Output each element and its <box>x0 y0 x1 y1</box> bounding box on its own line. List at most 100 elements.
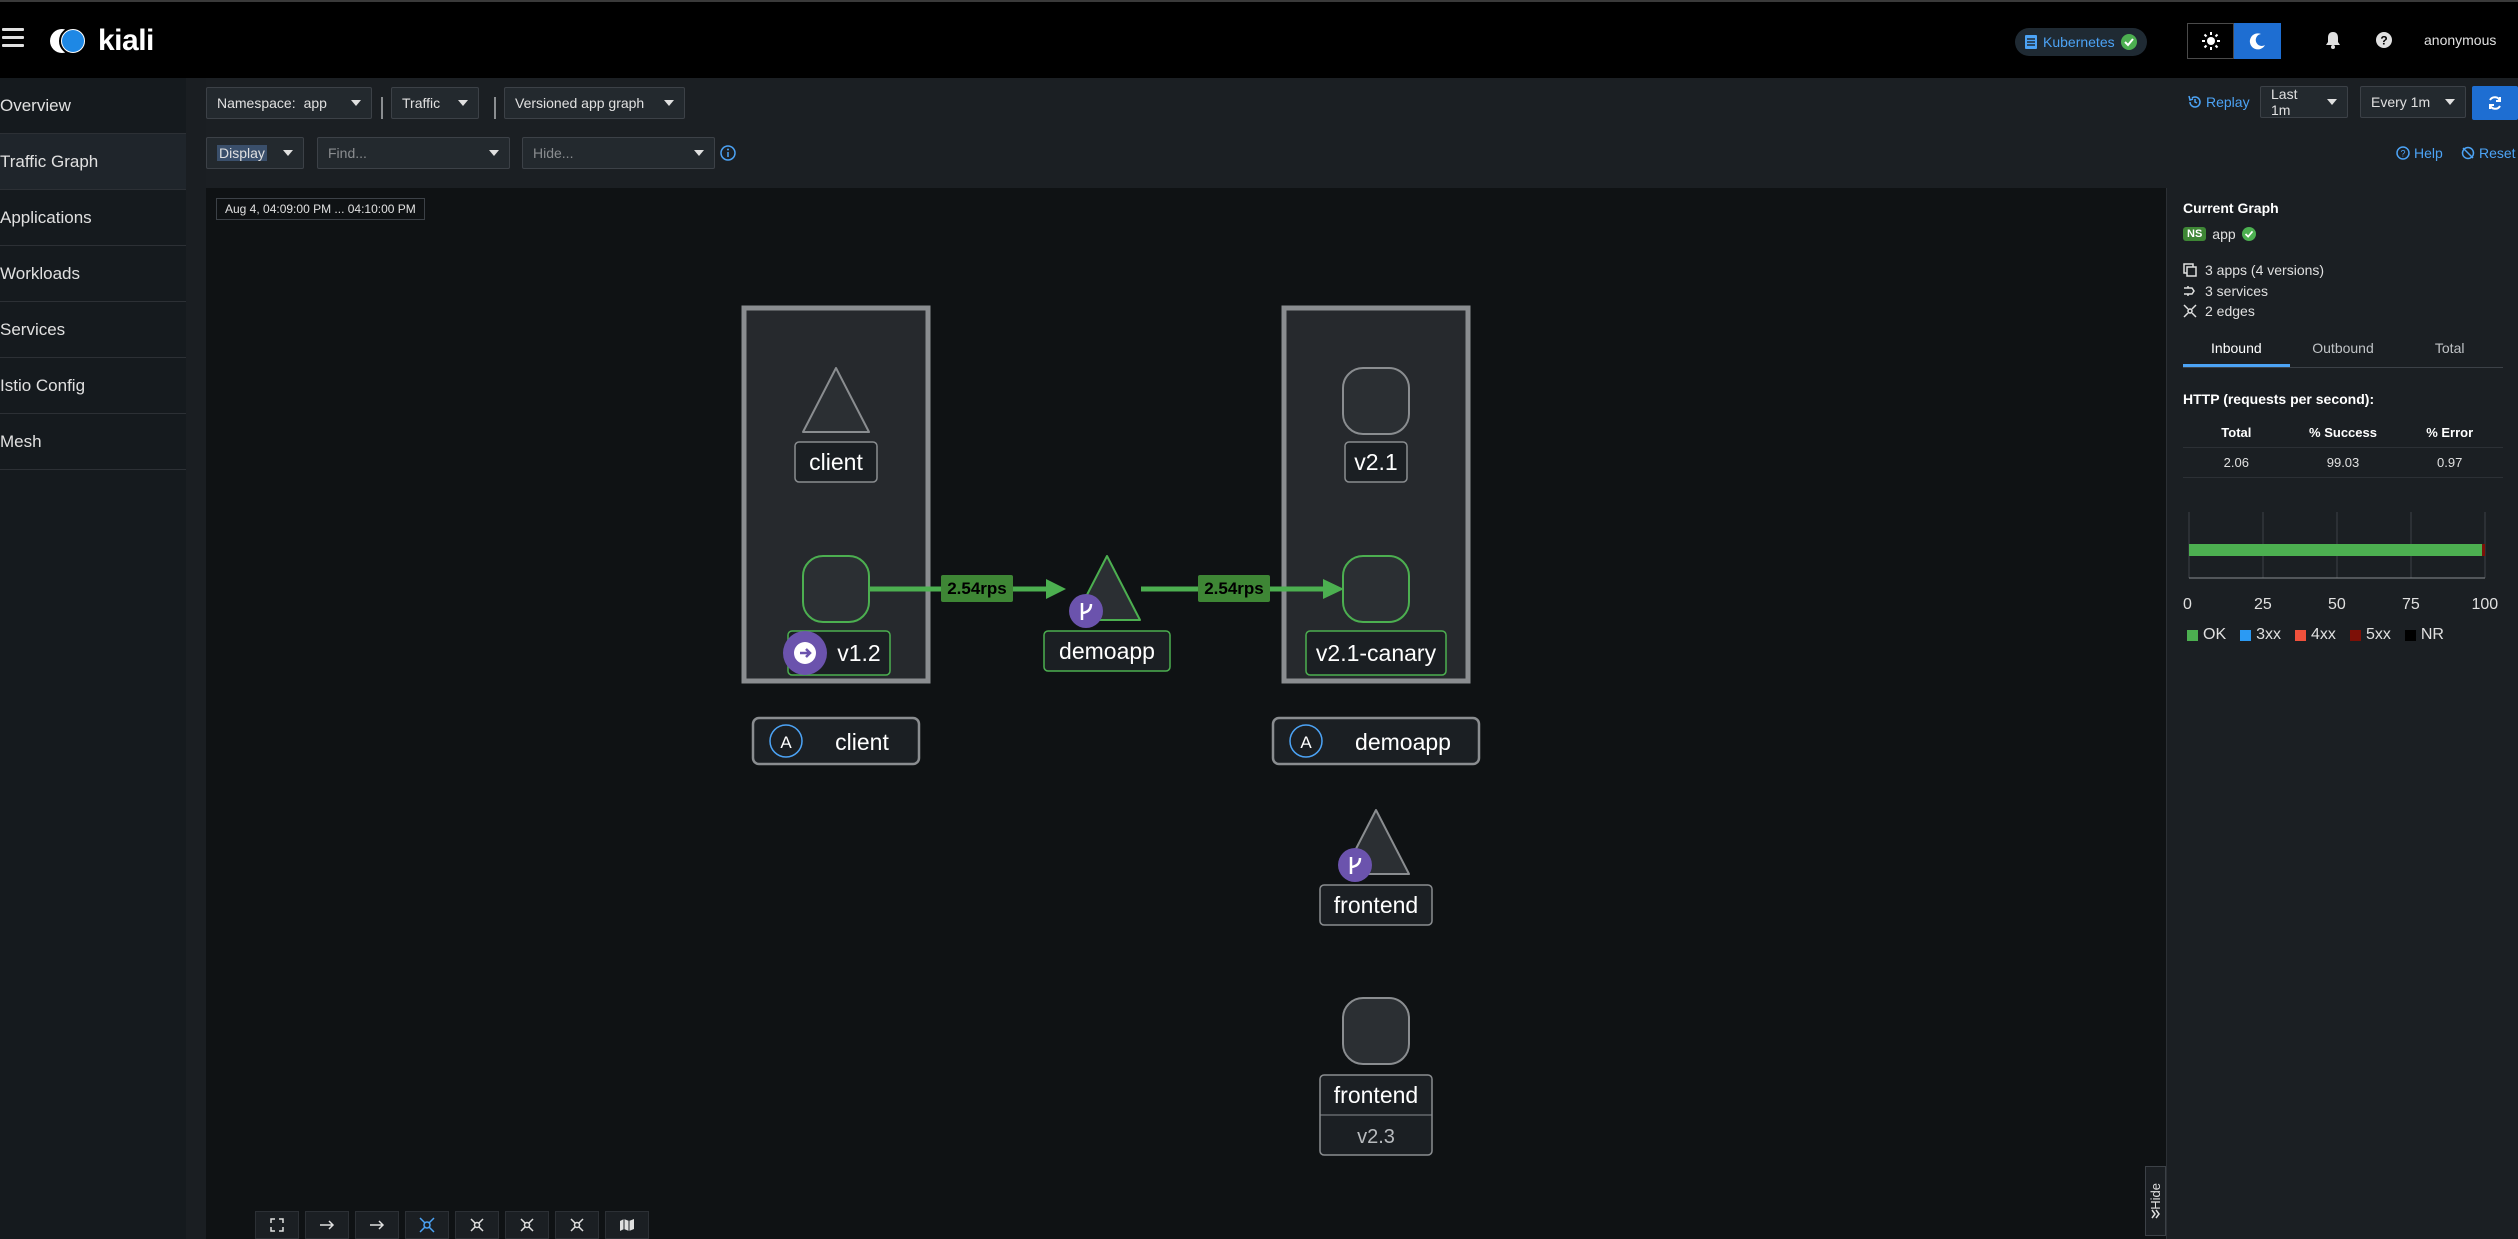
demoapp-app-box[interactable] <box>1281 305 1471 684</box>
nav-services[interactable]: Services <box>0 302 186 358</box>
app-badge-text: A <box>780 733 792 752</box>
chart-legend: OK 3xx 4xx 5xx NR <box>2187 626 2444 644</box>
layout-4-button[interactable] <box>555 1211 599 1239</box>
error-value: 0.97 <box>2437 455 2463 470</box>
help-label: Help <box>2414 145 2443 161</box>
tab-total[interactable]: Total <box>2434 340 2465 356</box>
frontend-v23-node[interactable] <box>1342 997 1410 1065</box>
reset-button[interactable]: Reset <box>2461 145 2516 161</box>
frontend-service-label-box <box>1319 884 1433 926</box>
help-icon[interactable]: ? <box>2374 30 2394 50</box>
legend-5xx: 5xx <box>2349 626 2391 644</box>
hamburger-menu-icon[interactable] <box>2 28 24 52</box>
zoom-to-fit-button[interactable] <box>255 1211 299 1239</box>
table-header: Total % Success % Error <box>2183 418 2503 448</box>
graph-tools <box>255 1211 649 1239</box>
layout-2-button[interactable] <box>455 1211 499 1239</box>
layout-ttb-button[interactable] <box>355 1211 399 1239</box>
demoapp-canary-node[interactable] <box>1342 555 1410 623</box>
tab-outbound[interactable]: Outbound <box>2312 340 2374 356</box>
tab-inbound[interactable]: Inbound <box>2183 338 2290 367</box>
applications-icon <box>2183 263 2197 277</box>
kiali-logo[interactable]: kiali <box>48 24 154 58</box>
nav-overview[interactable]: Overview <box>0 78 186 134</box>
chevron-down-icon <box>664 100 674 106</box>
user-menu[interactable]: anonymous <box>2424 32 2497 48</box>
nav-traffic-graph[interactable]: Traffic Graph <box>0 134 186 190</box>
nav-istio-config[interactable]: Istio Config <box>0 358 186 414</box>
toolbar-separator <box>381 97 383 119</box>
demoapp-app-label[interactable] <box>1271 716 1481 766</box>
chevron-down-icon <box>694 150 704 156</box>
light-theme-button[interactable] <box>2187 23 2234 59</box>
graph-canvas[interactable] <box>206 188 2166 1239</box>
edge-label-2[interactable] <box>1198 575 1270 602</box>
namespace-badge: NS <box>2183 227 2207 241</box>
sidebar-divider <box>186 78 206 1239</box>
refresh-interval-dropdown[interactable]: Every 1m <box>2360 86 2466 118</box>
hide-panel-button[interactable]: Hide <box>2145 1166 2166 1236</box>
hide-input[interactable]: Hide... <box>522 137 715 169</box>
demoapp-v21-node[interactable] <box>1342 367 1410 435</box>
tick-label: 25 <box>2254 596 2272 613</box>
nav-workloads[interactable]: Workloads <box>0 246 186 302</box>
chevron-down-icon <box>351 100 361 106</box>
client-service-node[interactable] <box>802 367 870 433</box>
traffic-graph[interactable]: 2.54rps 2.54rps client v1.2 demoapp v2.1… <box>206 188 2166 1239</box>
code-branch-icon <box>1080 603 1093 620</box>
namespace-name[interactable]: app <box>2212 226 2236 242</box>
display-dropdown[interactable]: Display <box>206 137 304 169</box>
chevron-down-icon <box>2445 99 2455 105</box>
edge-arrowhead-1 <box>1046 579 1066 599</box>
cluster-badge[interactable]: Kubernetes <box>2015 28 2147 56</box>
table-row: 2.06 99.03 0.97 <box>2183 448 2503 478</box>
find-input[interactable]: Find... <box>317 137 510 169</box>
duration-value: Last 1m <box>2271 86 2298 118</box>
moon-icon <box>2249 33 2265 50</box>
traffic-dropdown[interactable]: Traffic <box>391 87 479 119</box>
help-button[interactable]: ? Help <box>2396 145 2443 161</box>
edge-label-1[interactable] <box>941 575 1013 602</box>
logo-text: kiali <box>98 24 154 57</box>
history-icon <box>2188 95 2201 108</box>
refresh-button[interactable] <box>2472 86 2518 120</box>
reset-icon <box>2461 146 2475 160</box>
masthead: kiali Kubernetes ? anonymous <box>0 0 2518 78</box>
traffic-tabs: Inbound Outbound Total <box>2183 338 2503 368</box>
layout-ltr-button[interactable] <box>305 1211 349 1239</box>
dark-theme-button[interactable] <box>2234 23 2281 59</box>
frontend-workload-label: frontend <box>1334 1082 1418 1108</box>
edge-label-1-text: 2.54rps <box>947 579 1007 598</box>
bar-segment-5xx[interactable] <box>2482 544 2485 556</box>
success-value: 99.03 <box>2326 455 2360 470</box>
column-header: % Success <box>2309 425 2377 440</box>
legend-button[interactable] <box>605 1211 649 1239</box>
legend-ok: OK <box>2187 626 2226 644</box>
app-badge-text: A <box>1300 733 1312 752</box>
http-metrics-table: Total % Success % Error 2.06 99.03 0.97 <box>2183 418 2503 478</box>
layout-1-button[interactable] <box>405 1211 449 1239</box>
topology-icon <box>470 1218 484 1232</box>
client-app-label[interactable] <box>751 716 921 766</box>
toolbar-separator <box>494 97 496 119</box>
nav-applications[interactable]: Applications <box>0 190 186 246</box>
demoapp-service-label: demoapp <box>1059 638 1155 664</box>
replay-button[interactable]: Replay <box>2188 94 2250 110</box>
client-app-label-text: client <box>835 729 889 755</box>
expand-icon <box>270 1218 284 1232</box>
duration-dropdown[interactable]: Last 1m <box>2260 86 2348 118</box>
arrow-right-icon <box>320 1220 335 1230</box>
topology-icon <box>2183 304 2197 318</box>
bar-segment-ok[interactable] <box>2189 544 2483 556</box>
client-v12-node[interactable] <box>802 555 870 623</box>
apps-stat: 3 apps (4 versions) <box>2183 262 2324 278</box>
reset-label: Reset <box>2479 145 2516 161</box>
graph-type-dropdown[interactable]: Versioned app graph <box>504 87 685 119</box>
namespace-dropdown[interactable]: Namespace: app <box>206 87 372 119</box>
info-icon[interactable] <box>720 145 736 161</box>
client-app-box[interactable] <box>741 305 931 684</box>
bell-icon[interactable] <box>2323 30 2343 50</box>
help-circle-icon: ? <box>2396 146 2410 160</box>
layout-3-button[interactable] <box>505 1211 549 1239</box>
nav-mesh[interactable]: Mesh <box>0 414 186 470</box>
